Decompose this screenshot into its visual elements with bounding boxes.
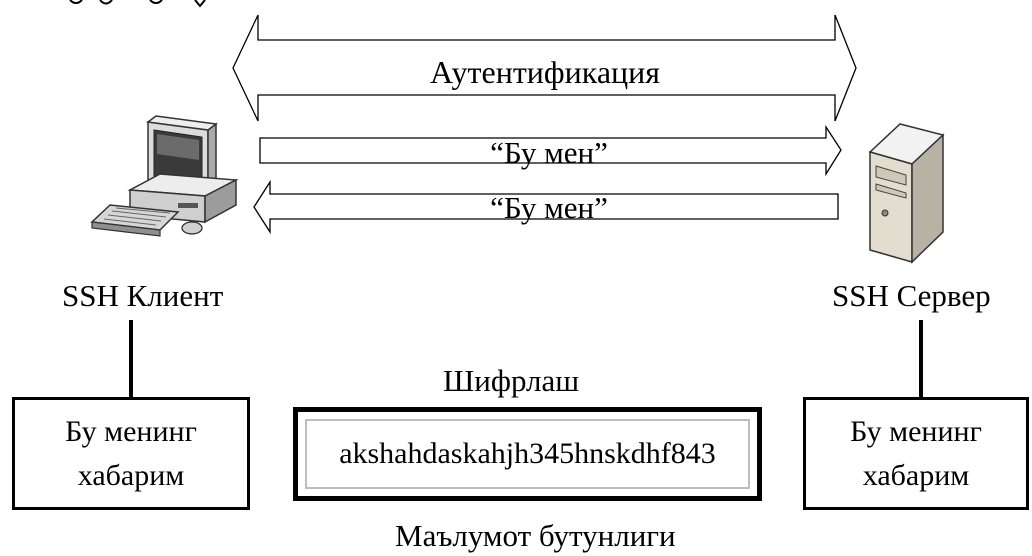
ssh-server-label: SSH Сервер xyxy=(832,278,991,313)
client-message-line2: хабарим xyxy=(77,458,185,492)
ssh-client-label: SSH Клиент xyxy=(62,278,224,313)
server-message-line1: Бу менинг xyxy=(850,415,982,448)
top-partial-text xyxy=(69,0,206,8)
authentication-double-arrow xyxy=(232,14,857,122)
server-message-line2: хабарим xyxy=(862,458,970,492)
desktop-computer-icon xyxy=(90,115,239,237)
forward-arrow xyxy=(259,124,842,177)
ciphertext-box: akshahdaskahjh345hnskdhf843 xyxy=(293,407,762,501)
forward-arrow-label: “Бу мен” xyxy=(490,135,608,170)
authentication-label: Аутентификация xyxy=(429,54,661,90)
server-message-box: Бу менинг хабарим xyxy=(803,397,1029,510)
server-message-text: Бу менинг хабарим xyxy=(850,410,982,497)
client-message-box: Бу менинг хабарим xyxy=(12,397,250,510)
encryption-label: Шифрлаш xyxy=(443,363,580,398)
back-arrow xyxy=(253,179,839,235)
server-tower-icon xyxy=(868,123,945,264)
ciphertext-inner-frame: akshahdaskahjh345hnskdhf843 xyxy=(305,419,750,489)
ciphertext-value: akshahdaskahjh345hnskdhf843 xyxy=(339,437,716,470)
client-message-line1: Бу менинг xyxy=(65,415,197,448)
back-arrow-label: “Бу мен” xyxy=(490,190,608,225)
data-integrity-label: Маълумот бутунлиги xyxy=(395,518,676,553)
client-message-text: Бу менинг хабарим xyxy=(65,410,197,497)
